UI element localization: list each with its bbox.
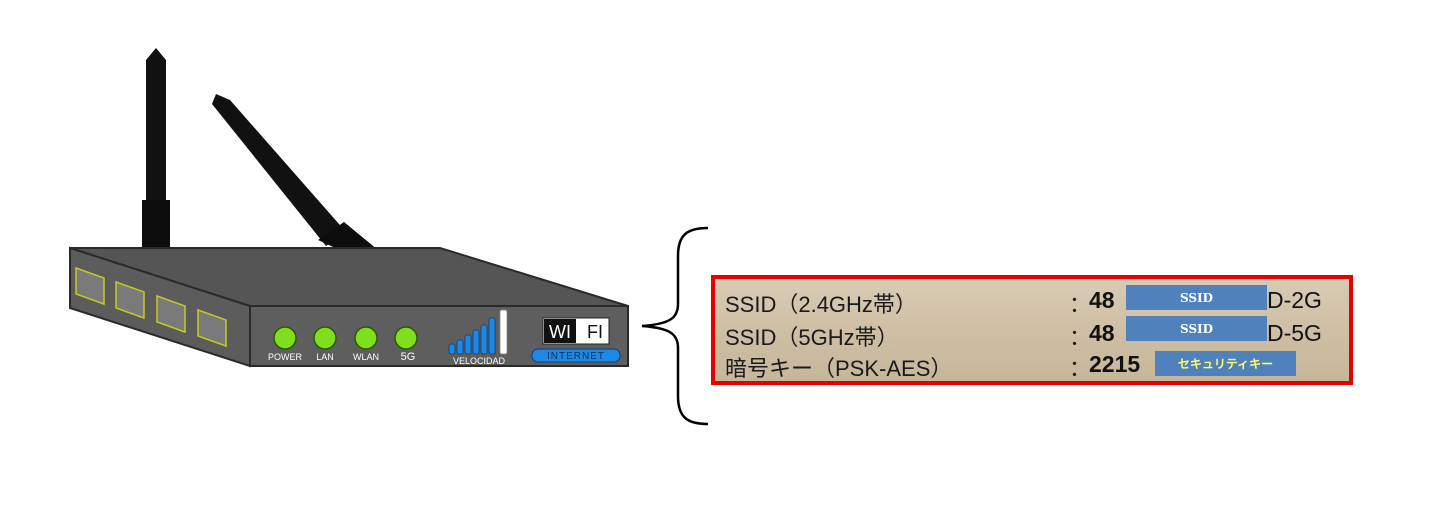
router-illustration: POWER LAN WLAN 5G VELOCIDAD WI FI INTERN… [69, 48, 629, 368]
router-label-panel: SSID（2.4GHz帯） ： 48 SSID D-2G SSID（5GHz帯）… [711, 275, 1353, 385]
led-indicators: POWER LAN WLAN 5G [268, 326, 418, 363]
antenna-left [142, 48, 170, 250]
psk-key-row: 暗号キー（PSK-AES） ： 2215 セキュリティキー [715, 347, 1349, 381]
ethernet-ports [75, 266, 227, 348]
led-label-power: POWER [268, 352, 303, 362]
psk-key-colon: ： [1069, 356, 1092, 381]
led-power [273, 326, 297, 350]
wifi-logo-right: FI [587, 322, 603, 342]
internet-label: INTERNET [547, 351, 605, 362]
psk-key-prefix: 2215 [1089, 351, 1141, 377]
led-5g [394, 326, 418, 350]
ssid-5ghz-prefix: 48 [1089, 320, 1115, 346]
ssid-5ghz-mask: SSID [1126, 316, 1267, 341]
ssid-24ghz-prefix: 48 [1089, 287, 1115, 313]
led-label-wlan: WLAN [353, 352, 379, 362]
ssid-24ghz-colon: ： [1069, 292, 1092, 317]
ssid-24ghz-suffix: D-2G [1267, 287, 1322, 313]
antenna-right [212, 94, 378, 252]
wifi-logo-left: WI [549, 322, 571, 342]
speed-label: VELOCIDAD [453, 356, 506, 366]
ssid-24ghz-row: SSID（2.4GHz帯） ： 48 SSID D-2G [715, 283, 1349, 317]
led-label-5g: 5G [401, 351, 416, 363]
curly-brace [641, 226, 709, 426]
led-label-lan: LAN [316, 352, 334, 362]
ssid-24ghz-mask: SSID [1126, 285, 1267, 310]
led-lan [313, 326, 337, 350]
speed-bars [448, 309, 508, 355]
ssid-5ghz-suffix: D-5G [1267, 320, 1322, 346]
psk-key-mask: セキュリティキー [1155, 351, 1296, 376]
wifi-logo: WI FI [542, 317, 610, 345]
ssid-5ghz-colon: ： [1069, 325, 1092, 350]
led-wlan [354, 326, 378, 350]
internet-badge: INTERNET [531, 348, 621, 363]
ssid-24ghz-label: SSID（2.4GHz帯） [725, 292, 917, 317]
ssid-5ghz-row: SSID（5GHz帯） ： 48 SSID D-5G [715, 316, 1349, 350]
psk-key-label: 暗号キー（PSK-AES） [725, 356, 953, 381]
ssid-5ghz-label: SSID（5GHz帯） [725, 325, 899, 350]
